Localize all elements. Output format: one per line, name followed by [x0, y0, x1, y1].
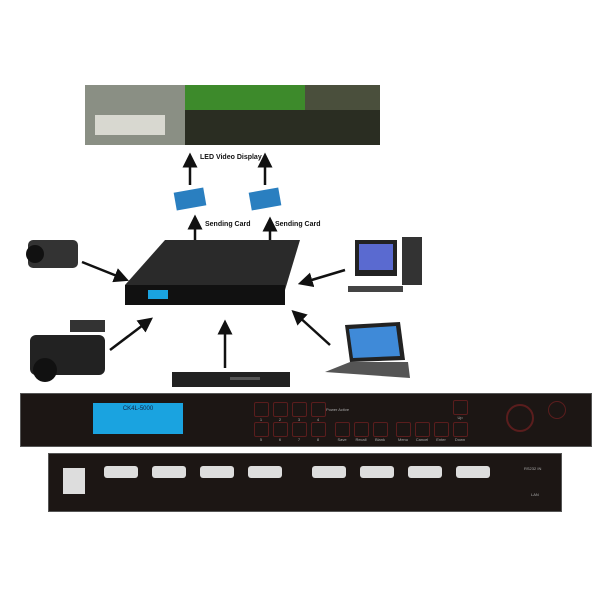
key-label: 5: [259, 437, 263, 442]
key-label: Up: [457, 415, 463, 420]
key-label: 7: [297, 437, 301, 442]
desktop-computer-icon: [348, 237, 422, 292]
sending-card-icon: [248, 187, 282, 211]
led-display-label: LED Video Display: [200, 154, 262, 161]
led-video-display-image: [85, 85, 380, 145]
lcd-display: CK4L-5000: [93, 403, 183, 434]
power-knob[interactable]: [548, 401, 566, 419]
sending-card-icon: [173, 187, 207, 211]
recall-button[interactable]: [354, 422, 369, 437]
dvi-port-icon: [104, 466, 138, 478]
rs232-label: RS232 IN: [524, 466, 542, 471]
down-button[interactable]: [453, 422, 468, 437]
diagram-graphics: [26, 85, 422, 387]
jog-knob[interactable]: [506, 404, 534, 432]
dvi-port-icon: [456, 466, 490, 478]
key-label: 3: [297, 417, 301, 422]
key-label: 8: [316, 437, 320, 442]
dvi-port-icon: [248, 466, 282, 478]
key-3[interactable]: [292, 402, 307, 417]
up-button[interactable]: [453, 400, 468, 415]
dvi-port-icon: [200, 466, 234, 478]
laptop-icon: [325, 322, 410, 378]
back-panel: RS232 IN LAN: [48, 453, 562, 512]
key-label: 6: [278, 437, 282, 442]
key-label: Down: [454, 437, 466, 442]
key-4[interactable]: [311, 402, 326, 417]
key-label: Enter: [436, 437, 446, 442]
key-label: 1: [259, 417, 263, 422]
power-active-label: Power Active: [326, 407, 350, 412]
key-label: 2: [278, 417, 282, 422]
key-label: Menu: [397, 437, 408, 442]
dvi-port-icon: [152, 466, 186, 478]
arrows: [81, 152, 346, 368]
camcorder-icon: [26, 240, 78, 268]
key-label: 4: [316, 417, 320, 422]
key-label: Recall: [355, 437, 367, 442]
key-1[interactable]: [254, 402, 269, 417]
dvd-player-icon: [172, 372, 290, 387]
cancel-button[interactable]: [415, 422, 430, 437]
dvi-port-icon: [408, 466, 442, 478]
key-8[interactable]: [311, 422, 326, 437]
menu-button[interactable]: [396, 422, 411, 437]
professional-camera-icon: [30, 320, 105, 382]
key-2[interactable]: [273, 402, 288, 417]
save-button[interactable]: [335, 422, 350, 437]
sending-card-label: Sending Card: [275, 221, 321, 228]
key-6[interactable]: [273, 422, 288, 437]
blank-button[interactable]: [373, 422, 388, 437]
dvi-port-icon: [360, 466, 394, 478]
sending-card-label: Sending Card: [205, 221, 251, 228]
key-label: Blank: [374, 437, 385, 442]
dvi-port-icon: [312, 466, 346, 478]
enter-button[interactable]: [434, 422, 449, 437]
key-5[interactable]: [254, 422, 269, 437]
power-socket-icon: [63, 468, 85, 494]
video-processor-image: [125, 240, 300, 305]
key-7[interactable]: [292, 422, 307, 437]
key-label: Cancel: [415, 437, 429, 442]
front-panel: CK4L-5000 Power Active 1 2 3 4 5 6 7 8 S…: [20, 393, 592, 447]
key-label: Save: [337, 437, 347, 442]
lan-label: LAN: [531, 492, 539, 497]
